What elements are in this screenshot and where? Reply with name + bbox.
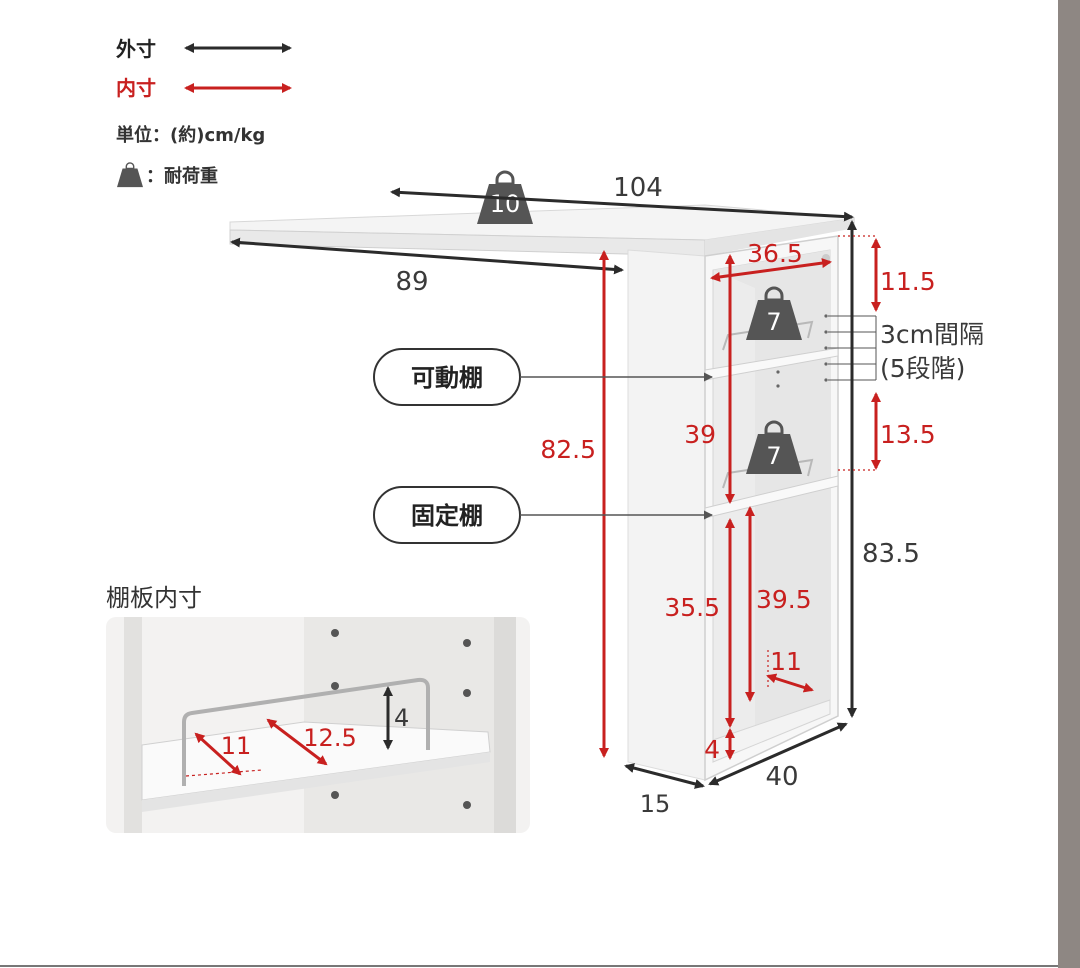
dim-interval-line1: 3cm間隔 [880, 320, 984, 349]
dim-arrow-top-depth [230, 237, 624, 275]
inset-arrow-depth [194, 732, 242, 776]
dim-arrow-base-depth [624, 763, 705, 789]
legend-inner-label: 内寸 [116, 76, 156, 100]
legend-load-label: ：耐荷重 [146, 165, 218, 187]
dim-base-depth: 15 [640, 790, 671, 818]
inset-dim-diagonal: 12.5 [303, 724, 356, 752]
dim-lower-gap: 13.5 [880, 420, 936, 449]
dim-arrow-base-width [708, 722, 848, 786]
dim-top-depth: 89 [395, 267, 428, 297]
inset-shelf-edge [142, 752, 490, 812]
shelf-inset: 棚板内寸 11 12.5 4 [106, 584, 530, 833]
inset-pin-holes [331, 629, 471, 809]
inset-guard-rail [182, 677, 430, 786]
dim-total-height: 83.5 [862, 539, 920, 569]
dim-arrow-top-width [390, 187, 854, 222]
callout-fixed-shelf-label: 固定棚 [411, 502, 483, 530]
load-shelf-upper: 7 [766, 308, 781, 336]
dim-base-width: 40 [765, 762, 798, 792]
load-shelf-lower: 7 [766, 442, 781, 470]
desktop-side-edge [705, 218, 855, 256]
callouts: 可動棚 固定棚 [373, 348, 713, 544]
dim-bottom-gap: 4 [704, 735, 720, 764]
dim-desk-height: 82.5 [540, 435, 596, 464]
dim-lower-outer: 39.5 [756, 585, 812, 614]
weight-icon [116, 162, 144, 188]
dim-top-width: 104 [613, 173, 663, 203]
dim-upper-height: 39 [684, 420, 716, 449]
callout-movable-shelf-label: 可動棚 [411, 364, 483, 392]
outer-dimensions: 104 89 83.5 15 40 3cm間隔 (5段階) [230, 173, 984, 818]
dim-top-gap: 11.5 [880, 267, 936, 296]
inset-dim-depth: 11 [221, 732, 252, 760]
load-top: 10 [490, 190, 521, 218]
right-frame-bar [1058, 0, 1080, 968]
legend-outer-label: 外寸 [116, 37, 156, 61]
inset-dim-guard-height: 4 [394, 704, 409, 732]
dim-inner-width: 36.5 [747, 239, 803, 268]
inner-dimensions: 36.5 11.5 13.5 82.5 39 35.5 39.5 11 4 [540, 235, 936, 764]
legend: 外寸 内寸 単位：(約)cm/kg ：耐荷重 [116, 37, 292, 188]
inset-title: 棚板内寸 [106, 584, 202, 612]
inset-guide-depth [185, 769, 263, 777]
dim-arrow-bottom-depth [766, 673, 814, 693]
inset-left-wall [124, 617, 142, 833]
dim-bottom-depth: 11 [770, 647, 802, 676]
legend-unit-label: 単位：(約)cm/kg [116, 124, 265, 146]
inset-arrow-diagonal [266, 718, 328, 766]
dim-interval-line2: (5段階) [880, 354, 965, 383]
inset-right-wall [494, 617, 516, 833]
dim-lower-inner: 35.5 [664, 593, 720, 622]
